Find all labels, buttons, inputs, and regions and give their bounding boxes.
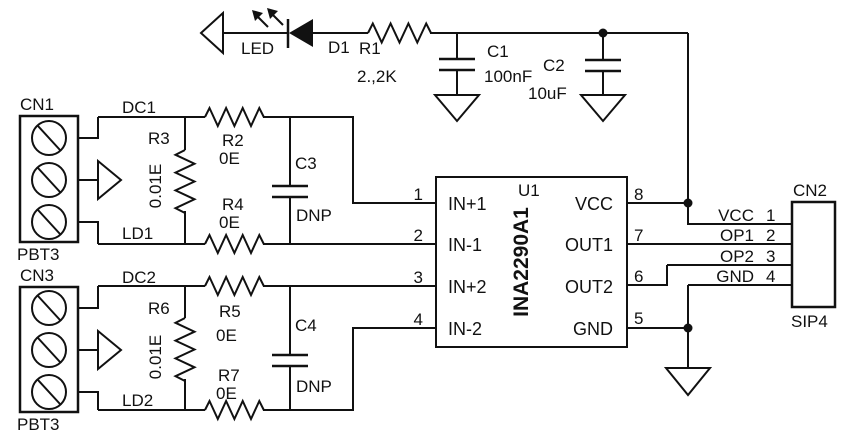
- label-ic-part: INA2290A1: [510, 207, 533, 317]
- label-c4: C4: [295, 316, 317, 335]
- label-cn1: CN1: [20, 95, 54, 114]
- port-arrow-cn3-mid-icon: [97, 328, 123, 372]
- gnd-symbol-out: [663, 367, 713, 397]
- ic-pin-name-in-2: IN-2: [448, 319, 482, 339]
- label-c1: C1: [487, 42, 509, 61]
- led-symbol: [252, 8, 313, 48]
- cn2-net-op1: OP1: [720, 226, 754, 245]
- ic-pin-name-out1: OUT1: [565, 235, 613, 255]
- label-r2: R2: [222, 131, 244, 150]
- connector-cn2: [790, 200, 837, 309]
- connector-cn1: [18, 114, 80, 244]
- cn2-pin-num-4: 4: [766, 267, 775, 286]
- label-cn2-type: SIP4: [791, 312, 828, 331]
- ic-pin-num-4: 4: [414, 310, 423, 329]
- channel1-wires: [78, 116, 436, 245]
- label-r6-value: 0.01E: [146, 335, 165, 379]
- label-c4-value: DNP: [296, 377, 332, 396]
- label-c2: C2: [543, 56, 565, 75]
- label-cn2: CN2: [793, 181, 827, 200]
- connector-cn3: [18, 285, 80, 414]
- label-c2-value: 10uF: [528, 84, 567, 103]
- port-arrow-cn1-mid-icon: [97, 158, 123, 202]
- label-c3: C3: [295, 154, 317, 173]
- ic-body: [435, 176, 628, 348]
- label-r4: R4: [222, 195, 244, 214]
- gnd-symbol-c2: [578, 94, 628, 123]
- resistor-r6: [173, 286, 197, 410]
- ic-pin-name-gnd: GND: [573, 319, 613, 339]
- label-r1: R1: [359, 39, 381, 58]
- capacitor-c2: [578, 28, 628, 123]
- port-arrow-left-icon: [199, 10, 224, 56]
- cn2-pin-num-3: 3: [766, 247, 775, 266]
- capacitor-c4: [272, 286, 308, 410]
- resistor-r1: [367, 21, 432, 45]
- cn2-net-op2: OP2: [720, 247, 754, 266]
- ic-pin-name-vcc: VCC: [575, 194, 613, 214]
- gnd-symbol-c1: [432, 94, 482, 123]
- label-cn3-type: PBT3: [17, 415, 60, 434]
- ic-pin-name-in+2: IN+2: [448, 277, 487, 297]
- ic-pin-num-2: 2: [414, 226, 423, 245]
- ic-pin-name-in+1: IN+1: [448, 194, 487, 214]
- label-r7: R7: [218, 366, 240, 385]
- ic-pin-num-7: 7: [634, 226, 643, 245]
- resistor-r5: [204, 274, 265, 298]
- ic-pin-num-6: 6: [634, 267, 643, 286]
- cn2-net-gnd: GND: [716, 267, 754, 286]
- channel2-wires: [78, 285, 436, 411]
- label-cn1-type: PBT3: [17, 245, 60, 264]
- label-net-ld1: LD1: [122, 224, 153, 243]
- cn2-pin-num-2: 2: [766, 226, 775, 245]
- label-net-dc2: DC2: [122, 268, 156, 287]
- label-r3: R3: [148, 129, 170, 148]
- vcc-rail-wires: [223, 32, 792, 225]
- cn2-pin-num-1: 1: [766, 206, 775, 225]
- label-d1: D1: [328, 38, 350, 57]
- label-r1-value: 2.,2K: [357, 67, 397, 86]
- label-r7-value: 0E: [216, 384, 237, 403]
- capacitor-c3: [272, 117, 308, 244]
- resistor-r7: [204, 398, 265, 422]
- label-c3-value: DNP: [296, 206, 332, 225]
- ic-pin-num-3: 3: [414, 268, 423, 287]
- label-net-ld2: LD2: [122, 391, 153, 410]
- resistor-r4: [204, 232, 265, 256]
- label-c1-value: 100nF: [484, 67, 532, 86]
- ic-pin-num-5: 5: [634, 309, 643, 328]
- ic-pin-num-8: 8: [634, 185, 643, 204]
- label-cn3: CN3: [20, 266, 54, 285]
- ic-pin-num-1: 1: [414, 185, 423, 204]
- label-u1: U1: [518, 181, 540, 200]
- cn2-net-vcc: VCC: [718, 206, 754, 225]
- ic-pin-name-in-1: IN-1: [448, 235, 482, 255]
- junction-dot-c2: [598, 28, 608, 38]
- junction-dot-gnd: [683, 323, 693, 333]
- junction-dot-vcc: [683, 198, 693, 208]
- label-r6: R6: [148, 299, 170, 318]
- resistor-r3: [173, 117, 197, 244]
- resistor-r2: [204, 105, 265, 129]
- label-led: LED: [241, 39, 274, 58]
- label-r3-value: 0.01E: [146, 164, 165, 208]
- capacitor-c1: [432, 33, 482, 123]
- label-r4-value: 0E: [219, 213, 240, 232]
- ic-pin-name-out2: OUT2: [565, 277, 613, 297]
- label-r2-value: 0E: [219, 149, 240, 168]
- output-wires: [627, 198, 792, 397]
- label-r5: R5: [219, 302, 241, 321]
- label-r5-value: 0E: [216, 326, 237, 345]
- label-net-dc1: DC1: [122, 98, 156, 117]
